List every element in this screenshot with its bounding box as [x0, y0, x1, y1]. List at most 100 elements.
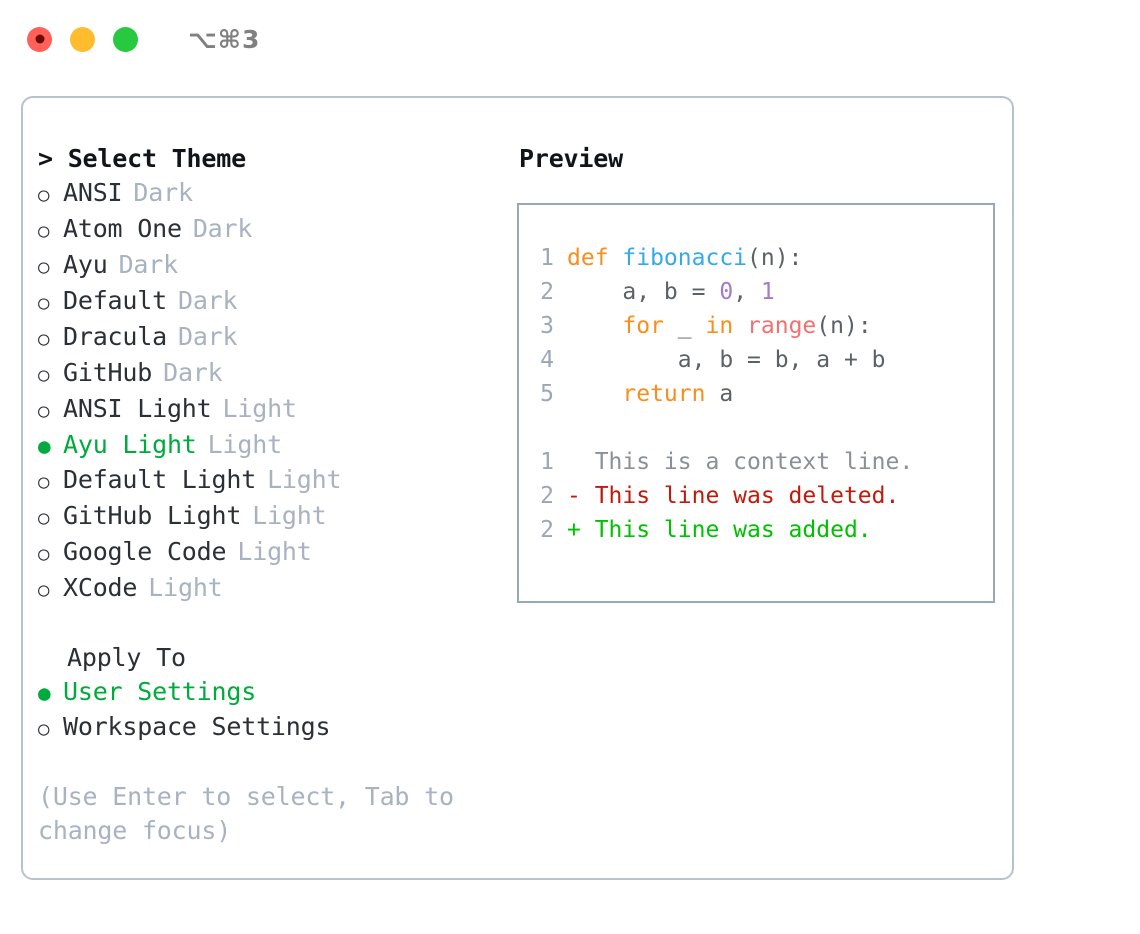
code-token: range [747, 313, 817, 339]
option-variant-tag: Dark [177, 286, 238, 315]
option-label: Ayu [63, 250, 108, 279]
code-token: , [733, 279, 761, 305]
theme-option-ayu[interactable]: ○ Ayu Dark [38, 248, 503, 284]
line-number: 5 [540, 381, 554, 407]
select-theme-heading: > Select Theme [38, 144, 246, 173]
code-token: _ [663, 313, 706, 339]
option-label: Dracula [63, 322, 167, 351]
code-line: 2 a, b = 0, 1 [537, 275, 993, 309]
theme-option-ansi-light[interactable]: ○ ANSI Light Light [38, 392, 503, 428]
option-label: GitHub [63, 358, 153, 387]
option-variant-tag: Light [237, 537, 312, 566]
option-variant-tag: Light [207, 430, 282, 459]
code-line-text: for _ in range(n): [567, 309, 872, 343]
radio-unselected-icon: ○ [38, 543, 50, 565]
option-variant-tag: Dark [133, 178, 193, 207]
keyboard-hint-text: (Use Enter to select, Tab to change focu… [38, 782, 454, 845]
theme-option-github-light[interactable]: ○ GitHub Light Light [38, 499, 503, 535]
radio-selected-icon: ● [38, 681, 51, 705]
option-label: Ayu Light [63, 430, 197, 459]
apply-to-heading: Apply To [67, 643, 186, 672]
code-line-text: def fibonacci(n): [567, 241, 802, 275]
diff-line-text: + This line was added. [567, 517, 872, 543]
apply-to-option-list: ●User Settings○Workspace Settings [38, 675, 503, 746]
window-controls [27, 26, 138, 52]
diff-line-del: 2 - This line was deleted. [537, 479, 993, 513]
option-variant-tag: Light [267, 465, 342, 494]
code-token: for [622, 313, 664, 339]
radio-unselected-icon: ○ [38, 507, 50, 529]
code-token: def [567, 245, 623, 271]
code-line: 5 return a [537, 377, 993, 411]
option-label: ANSI Light [63, 394, 212, 423]
code-token [733, 313, 747, 339]
diff-line-text: - This line was deleted. [567, 483, 900, 509]
line-number: 2 [540, 483, 554, 509]
code-token: a [705, 381, 734, 407]
theme-option-default-light[interactable]: ○ Default Light Light [38, 463, 503, 499]
diff-line-text: This is a context line. [567, 449, 914, 475]
option-label: XCode [63, 573, 138, 602]
radio-unselected-icon: ○ [38, 400, 50, 422]
line-number: 1 [540, 449, 554, 475]
radio-unselected-icon: ○ [38, 579, 50, 601]
option-label: Default Light [63, 465, 257, 494]
code-line: 4 a, b = b, a + b [537, 343, 993, 377]
code-token: fibonacci [622, 245, 748, 271]
radio-unselected-icon: ○ [38, 292, 50, 314]
radio-unselected-icon: ○ [38, 471, 50, 493]
close-button[interactable] [27, 26, 52, 52]
minimize-button[interactable] [70, 26, 95, 52]
option-label: ANSI [63, 178, 123, 207]
line-number: 3 [540, 313, 554, 339]
radio-unselected-icon: ○ [38, 256, 50, 278]
option-label: GitHub Light [63, 501, 242, 530]
code-line: 1 def fibonacci(n): [537, 241, 993, 275]
option-label: Atom One [63, 214, 182, 243]
list-spacer [38, 607, 503, 641]
code-line: 3 for _ in range(n): [537, 309, 993, 343]
radio-unselected-icon: ○ [38, 328, 50, 350]
option-variant-tag: Light [222, 394, 297, 423]
radio-unselected-icon: ○ [38, 718, 50, 740]
code-token: 0 [719, 279, 734, 305]
diff-line-ctx: 1 This is a context line. [537, 445, 993, 479]
code-token [567, 313, 622, 339]
option-variant-tag: Dark [118, 250, 179, 279]
option-variant-tag: Light [148, 573, 223, 602]
code-token: 1 [760, 279, 775, 305]
code-token: (n): [816, 313, 872, 339]
apply-option-workspace-settings[interactable]: ○Workspace Settings [38, 710, 503, 746]
option-variant-tag: Dark [177, 322, 238, 351]
code-token: return [622, 381, 706, 407]
diff-sample: 1 This is a context line. 2 - This line wa… [537, 445, 993, 547]
code-token: (n): [747, 245, 803, 271]
maximize-button[interactable] [113, 26, 138, 52]
theme-option-dracula[interactable]: ○ Dracula Dark [38, 320, 503, 356]
code-token: a, b = [567, 279, 720, 305]
line-number: 1 [540, 245, 554, 271]
radio-unselected-icon: ○ [38, 364, 50, 386]
title-bar: ⌥⌘3 [0, 0, 1140, 78]
code-line-text: a, b = 0, 1 [567, 275, 775, 309]
theme-option-xcode[interactable]: ○ XCode Light [38, 571, 503, 607]
diff-line-add: 2+ This line was added. [537, 513, 993, 547]
apply-option-user-settings[interactable]: ●User Settings [38, 675, 503, 710]
code-line-text: a, b = b, a + b [567, 343, 886, 377]
option-variant-tag: Light [252, 501, 327, 530]
preview-heading: Preview [519, 144, 623, 173]
code-token: in [705, 313, 734, 339]
